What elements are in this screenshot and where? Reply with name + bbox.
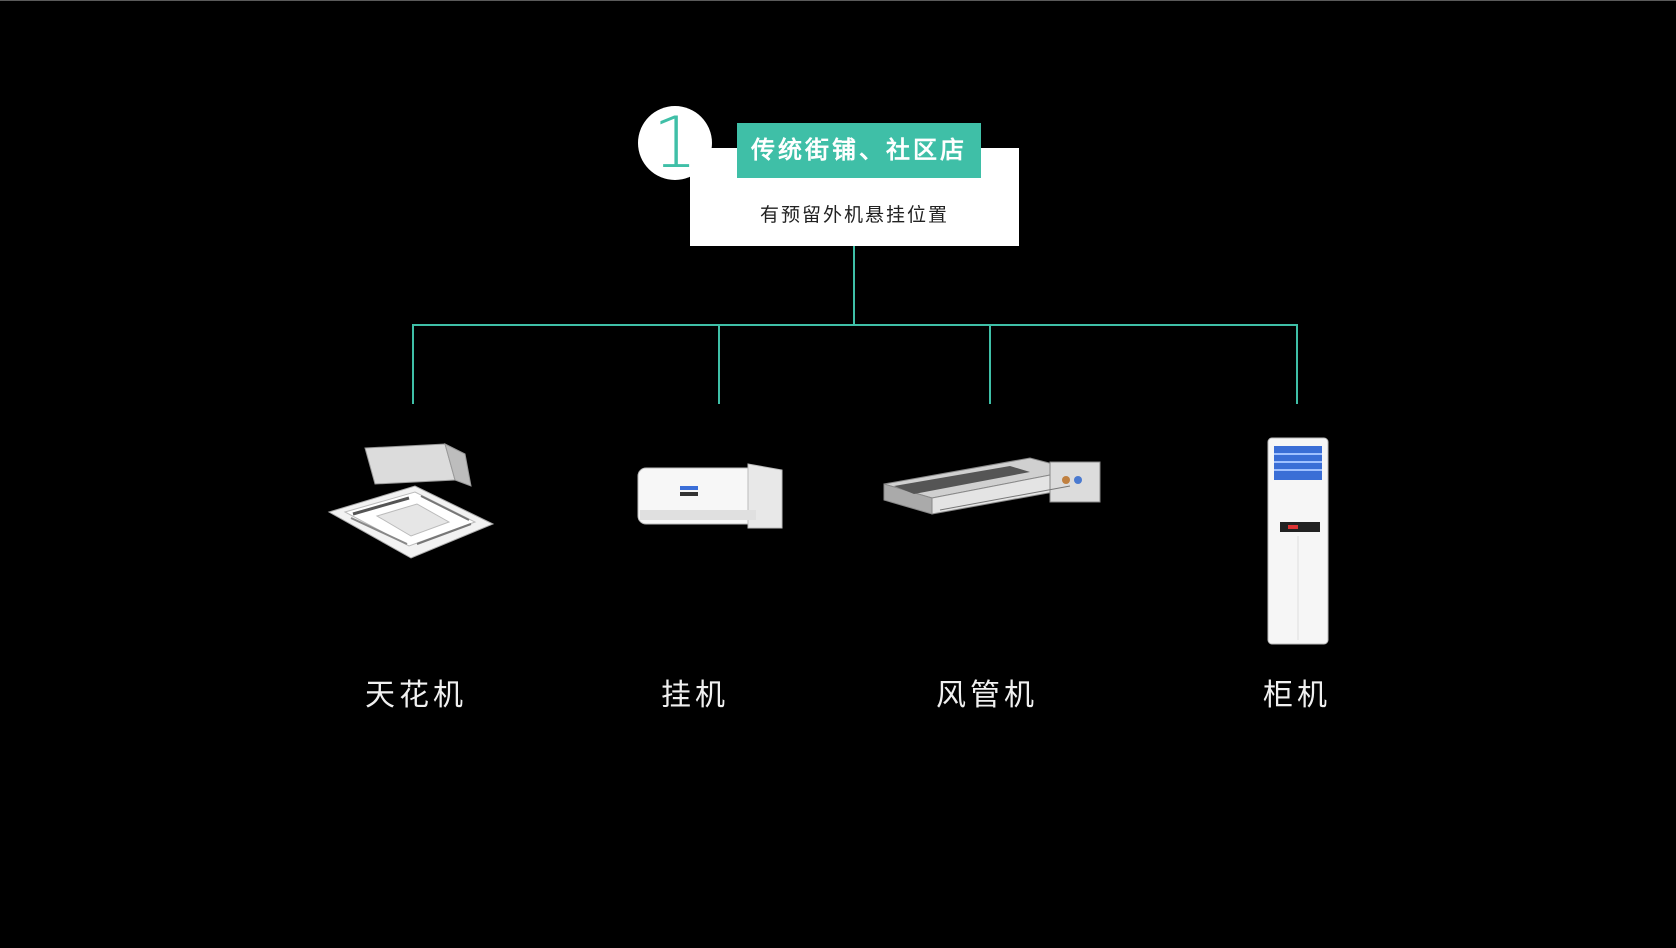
header-subtitle: 有预留外机悬挂位置 (759, 204, 949, 226)
unit-label-wall: 挂机 (661, 678, 729, 713)
cassette-ac-icon (325, 440, 495, 564)
wall-split-ac-icon (636, 458, 786, 538)
connector-trunk (853, 246, 855, 326)
ducted-ac-icon (880, 448, 1105, 532)
connector-branch-2 (718, 324, 720, 404)
step-number-badge: 1 (638, 106, 712, 180)
top-border (0, 0, 1676, 1)
connector-branch-1 (412, 324, 414, 404)
unit-label-cassette: 天花机 (365, 678, 467, 713)
unit-label-floor: 柜机 (1263, 678, 1331, 713)
connector-branch-4 (1296, 324, 1298, 404)
connector-branch-3 (989, 324, 991, 404)
floor-standing-ac-icon (1266, 436, 1330, 650)
step-number: 1 (652, 102, 698, 184)
connector-bar (412, 324, 1298, 326)
header-title: 传统街铺、社区店 (737, 123, 981, 178)
unit-label-ducted: 风管机 (936, 678, 1038, 713)
